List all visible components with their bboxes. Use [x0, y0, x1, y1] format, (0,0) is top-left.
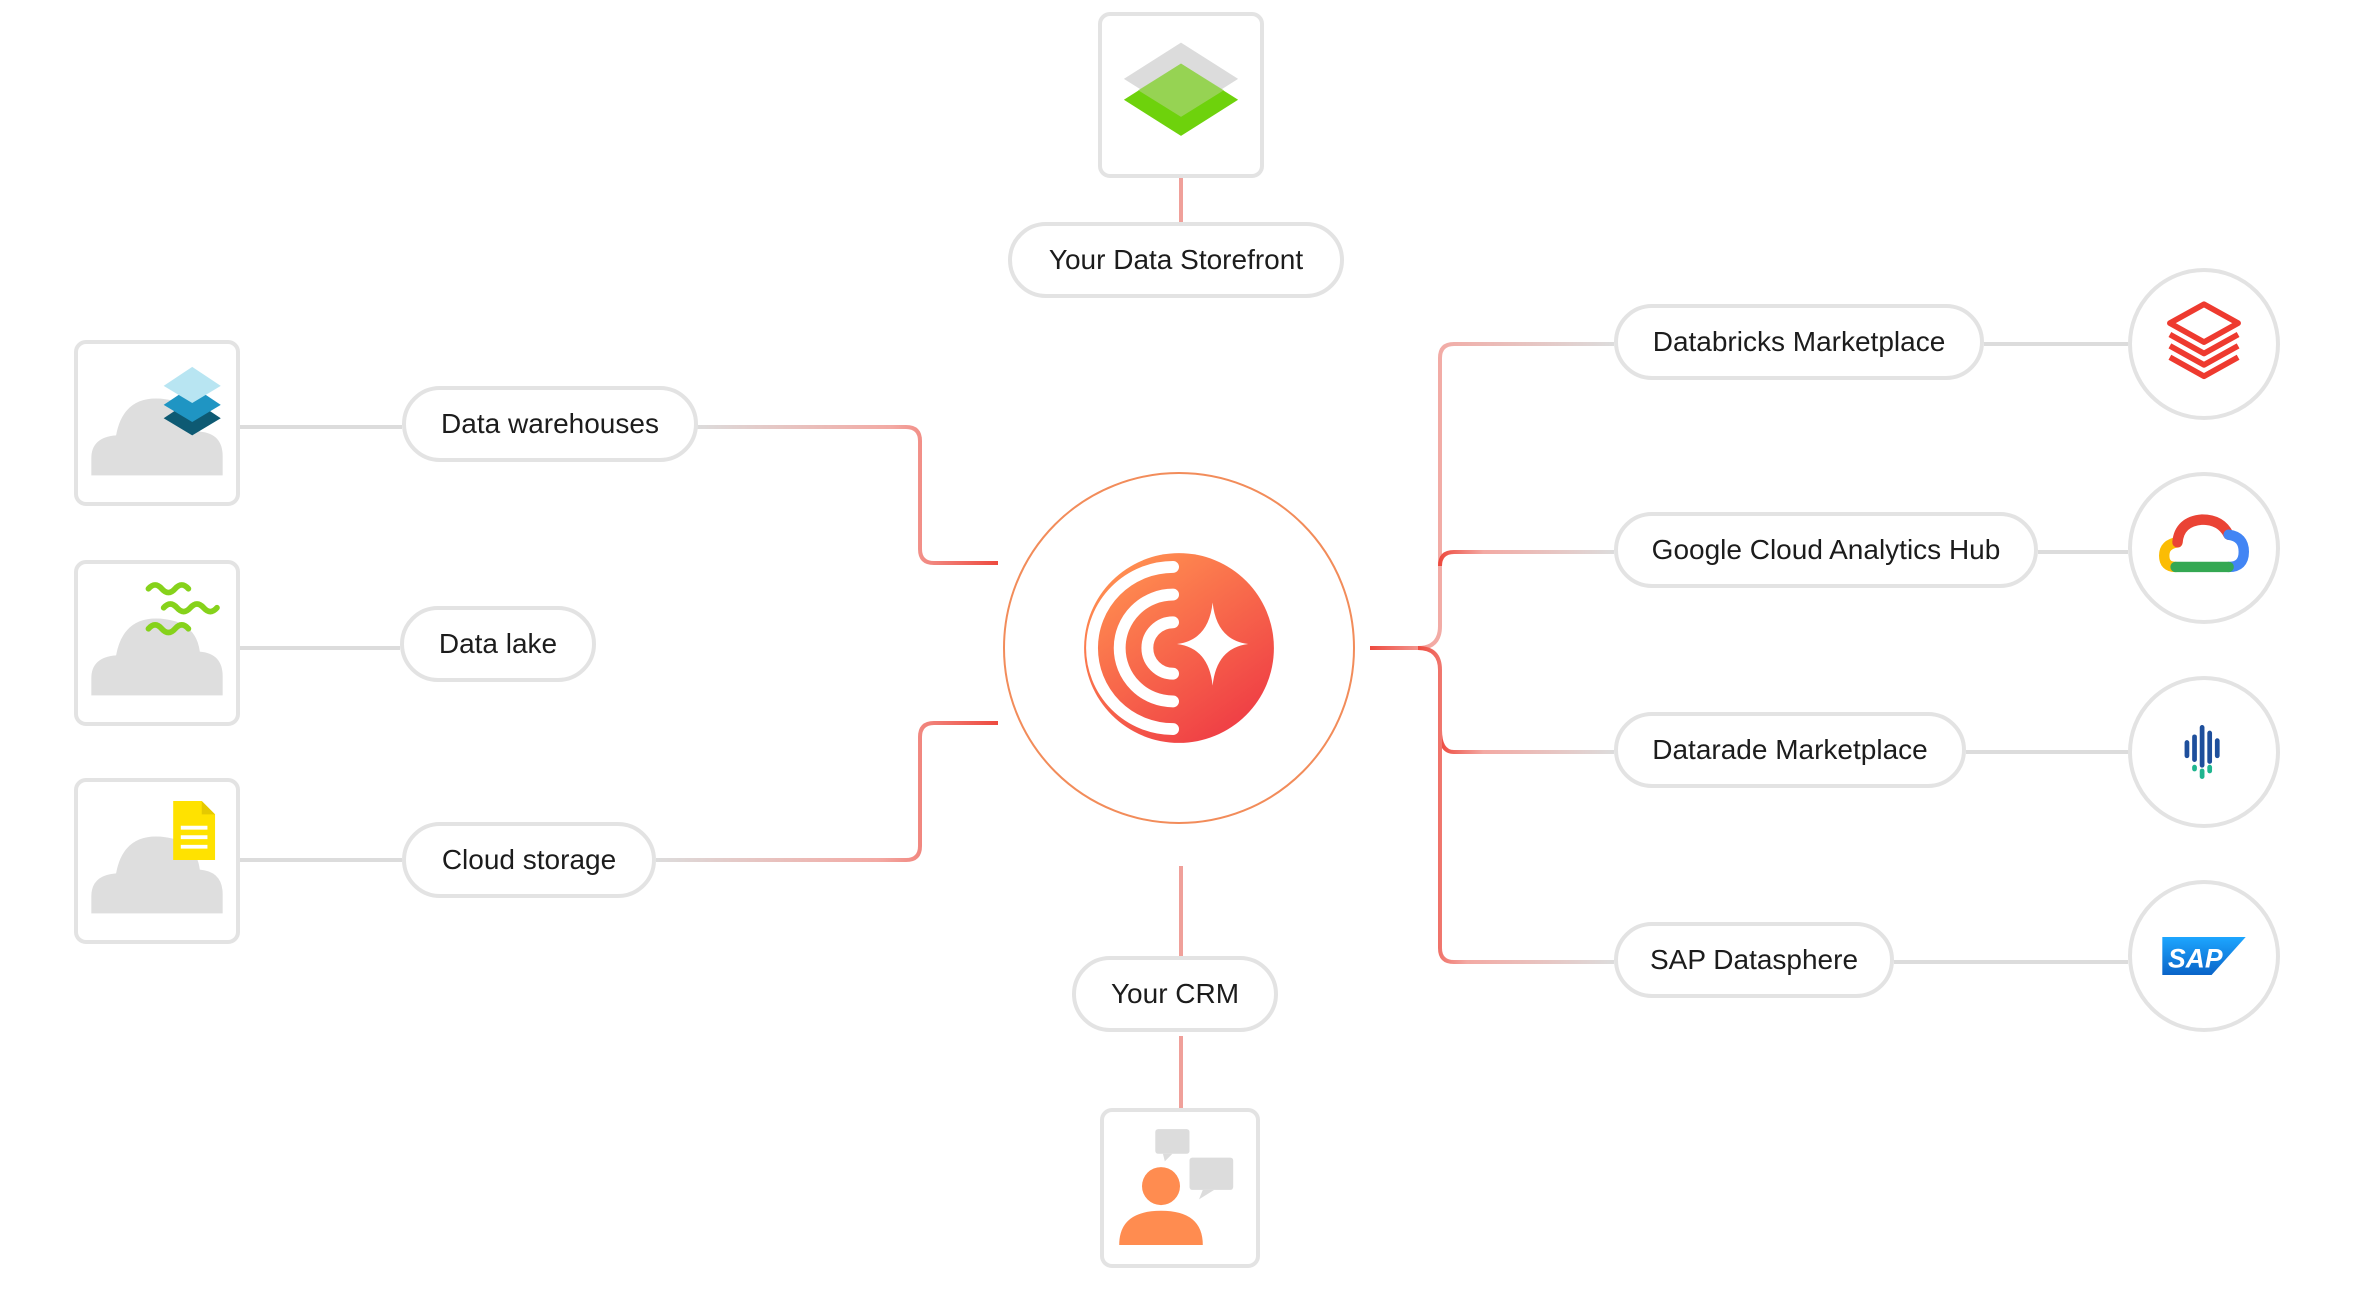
pill-databricks-marketplace[interactable]: Databricks Marketplace — [1614, 304, 1984, 380]
warehouses-icon-box — [74, 340, 240, 506]
connector-right-databricks — [1370, 342, 1614, 650]
pill-label: Google Cloud Analytics Hub — [1651, 534, 2001, 565]
svg-text:SAP: SAP — [2168, 943, 2223, 973]
google-cloud-logo-icon — [2158, 514, 2250, 573]
storefront-icon-box — [1098, 12, 1264, 178]
cloud-with-waves-icon — [91, 582, 223, 696]
connector-right-google — [1438, 550, 1614, 567]
databricks-icon-circle — [2128, 268, 2280, 420]
pill-cloud-storage[interactable]: Cloud storage — [402, 822, 656, 898]
sap-logo-icon: SAP — [2162, 937, 2246, 975]
pill-google-cloud-analytics-hub[interactable]: Google Cloud Analytics Hub — [1614, 512, 2038, 588]
pill-label: Data warehouses — [441, 408, 659, 439]
pill-your-crm[interactable]: Your CRM — [1072, 956, 1278, 1032]
connector-left-storage — [656, 721, 998, 862]
pill-datarade-marketplace[interactable]: Datarade Marketplace — [1614, 712, 1966, 788]
pill-data-warehouses[interactable]: Data warehouses — [402, 386, 698, 462]
crm-icon-box — [1100, 1108, 1260, 1268]
person-with-chat-bubbles-icon — [1119, 1129, 1234, 1245]
sap-icon-circle: SAP — [2128, 880, 2280, 1032]
pill-your-data-storefront[interactable]: Your Data Storefront — [1008, 222, 1344, 298]
pill-label: Databricks Marketplace — [1652, 326, 1946, 357]
cloud-with-document-icon — [91, 801, 223, 914]
databricks-logo-icon — [2167, 301, 2241, 380]
google-cloud-icon-circle — [2128, 472, 2280, 624]
pill-label: Data lake — [438, 628, 558, 659]
storage-icon-box — [74, 778, 240, 944]
connector-left-warehouses — [696, 425, 998, 565]
orange-signal-sparkle-logo-icon — [1084, 553, 1274, 743]
pill-label: Your CRM — [1110, 978, 1240, 1009]
green-stacked-layers-icon — [1123, 42, 1239, 136]
pill-label: Your Data Storefront — [1048, 244, 1304, 275]
pill-sap-datasphere[interactable]: SAP Datasphere — [1614, 922, 1894, 998]
lake-icon-box — [74, 560, 240, 726]
connector-right-datarade — [1438, 729, 1614, 754]
datarade-logo-icon — [2184, 725, 2220, 779]
pill-label: Cloud storage — [441, 844, 617, 875]
cloud-with-layers-icon — [91, 366, 223, 476]
datarade-icon-circle — [2128, 676, 2280, 828]
pill-label: SAP Datasphere — [1649, 944, 1859, 975]
hub-circle — [1003, 472, 1355, 824]
pill-data-lake[interactable]: Data lake — [400, 606, 596, 682]
pill-label: Datarade Marketplace — [1652, 734, 1928, 765]
connector-right-sap — [1417, 646, 1614, 964]
